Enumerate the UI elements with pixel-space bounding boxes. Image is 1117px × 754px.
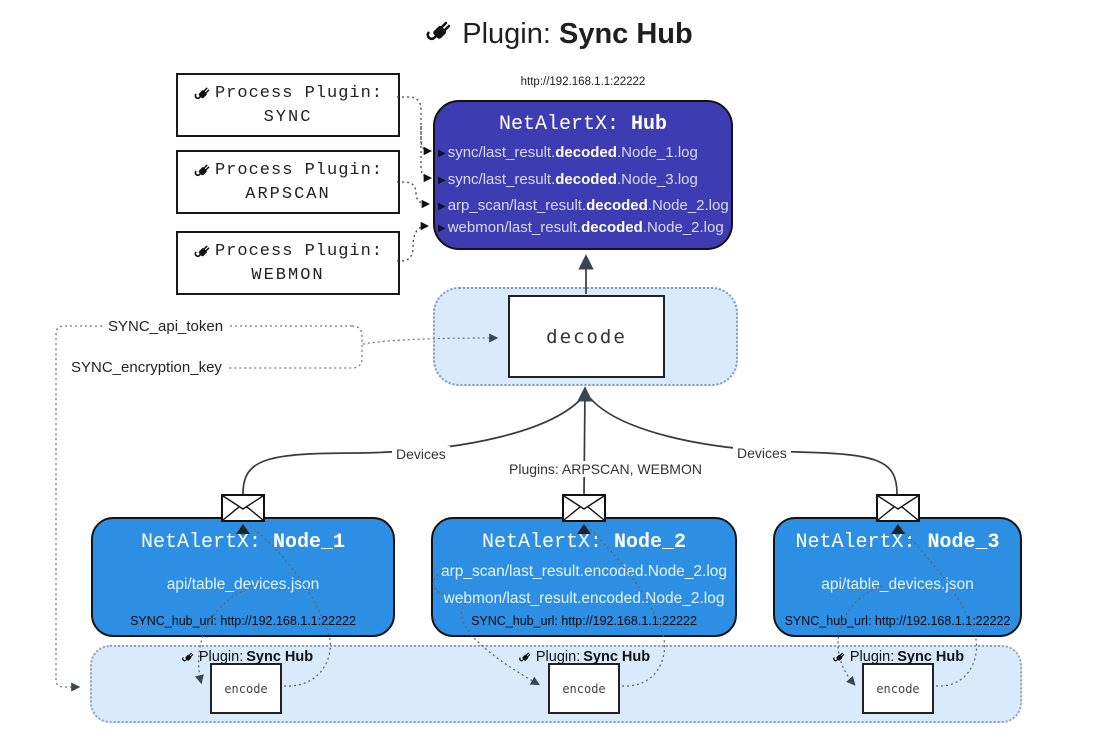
edge-node2-decode [577, 386, 593, 495]
plug-icon [193, 242, 212, 260]
process-plugin-label: Process Plugin: [214, 84, 384, 103]
hub-title: NetAlertX: Hub [435, 113, 731, 136]
plug-icon [832, 649, 846, 664]
plug-icon [181, 649, 195, 664]
hub-entry: ▶sync/last_result.decoded.Node_3.log [438, 171, 698, 188]
plug-icon [193, 84, 212, 102]
title-label: Plugin: [462, 18, 551, 50]
process-plugin-name: ARPSCAN [245, 184, 331, 204]
hub-box: NetAlertX: Hub ▶sync/last_result.decoded… [433, 100, 733, 250]
process-plugin-name: SYNC [263, 107, 313, 127]
up-arrowhead-icon [236, 524, 250, 534]
encoder-plugin-label: Plugin: Sync Hub [813, 649, 983, 665]
devices-right-label: Devices [733, 445, 791, 461]
node-file: arp_scan/last_result.encoded.Node_2.log [440, 563, 728, 580]
hub-title-label: NetAlertX: [498, 113, 619, 136]
edge-arpscan-hub [397, 181, 431, 209]
process-plugin-sync: Process Plugin: SYNC [176, 73, 400, 137]
process-plugin-label: Process Plugin: [214, 161, 384, 180]
hub-entry: ▶webmon/last_result.decoded.Node_2.log [438, 219, 724, 236]
encoder-plugin-label: Plugin: Sync Hub [499, 649, 669, 665]
decode-box: decode [508, 295, 665, 378]
arrowhead-icon: ▶ [438, 175, 446, 186]
hub-url-label: http://192.168.1.1:22222 [520, 76, 646, 88]
node-1-box: NetAlertX: Node_1 api/table_devices.json… [91, 517, 395, 637]
up-arrowhead-icon [577, 524, 591, 534]
node-3-box: NetAlertX: Node_3 api/table_devices.json… [773, 517, 1022, 637]
sync-encryption-key-label: SYNC_encryption_key [66, 359, 227, 376]
envelope-icon [562, 494, 606, 522]
node-hub-url: SYNC_hub_url: http://192.168.1.1:22222 [471, 614, 697, 628]
edge-sync-hub2 [420, 126, 433, 183]
arrowhead-icon: ▶ [438, 223, 446, 234]
plug-icon [518, 649, 532, 664]
node-title: NetAlertX: Node_2 [481, 531, 687, 554]
process-plugin-name: WEBMON [251, 265, 325, 285]
edge-webmon-hub [397, 221, 430, 262]
encode-box: encode [210, 663, 282, 714]
plug-icon [425, 16, 454, 46]
plugins-middle-label: Plugins: ARPSCAN, WEBMON [505, 461, 706, 477]
node-title: NetAlertX: Node_3 [795, 531, 1000, 554]
page-title: Plugin: Sync Hub [0, 16, 1117, 51]
process-plugin-arpscan: Process Plugin: ARPSCAN [176, 150, 400, 214]
encode-box: encode [548, 663, 620, 714]
arrowhead-icon: ▶ [438, 148, 446, 159]
node-file: api/table_devices.json [166, 576, 320, 593]
devices-left-label: Devices [392, 446, 450, 462]
node-hub-url: SYNC_hub_url: http://192.168.1.1:22222 [130, 614, 356, 628]
up-arrowhead-icon [891, 524, 905, 534]
hub-entry: ▶sync/last_result.decoded.Node_1.log [438, 144, 698, 161]
node-file: api/table_devices.json [821, 576, 974, 593]
plug-icon [193, 161, 212, 179]
hub-entry: ▶arp_scan/last_result.decoded.Node_2.log [438, 197, 729, 214]
node-hub-url: SYNC_hub_url: http://192.168.1.1:22222 [784, 614, 1011, 628]
envelope-icon [876, 494, 920, 522]
edge-sync-hub1 [397, 96, 433, 156]
sync-api-token-label: SYNC_api_token [103, 318, 229, 335]
hub-title-name: Hub [631, 113, 668, 136]
node-2-box: NetAlertX: Node_2 arp_scan/last_result.e… [431, 517, 737, 637]
node-file: webmon/last_result.encoded.Node_2.log [443, 590, 725, 607]
process-plugin-label: Process Plugin: [214, 242, 384, 261]
process-plugin-webmon: Process Plugin: WEBMON [176, 231, 400, 295]
encode-box: encode [862, 663, 934, 714]
arrowhead-icon: ▶ [438, 201, 446, 212]
node-title: NetAlertX: Node_1 [140, 531, 346, 554]
envelope-icon [221, 494, 265, 522]
title-name: Sync Hub [558, 18, 693, 50]
encoder-plugin-label: Plugin: Sync Hub [162, 649, 332, 665]
